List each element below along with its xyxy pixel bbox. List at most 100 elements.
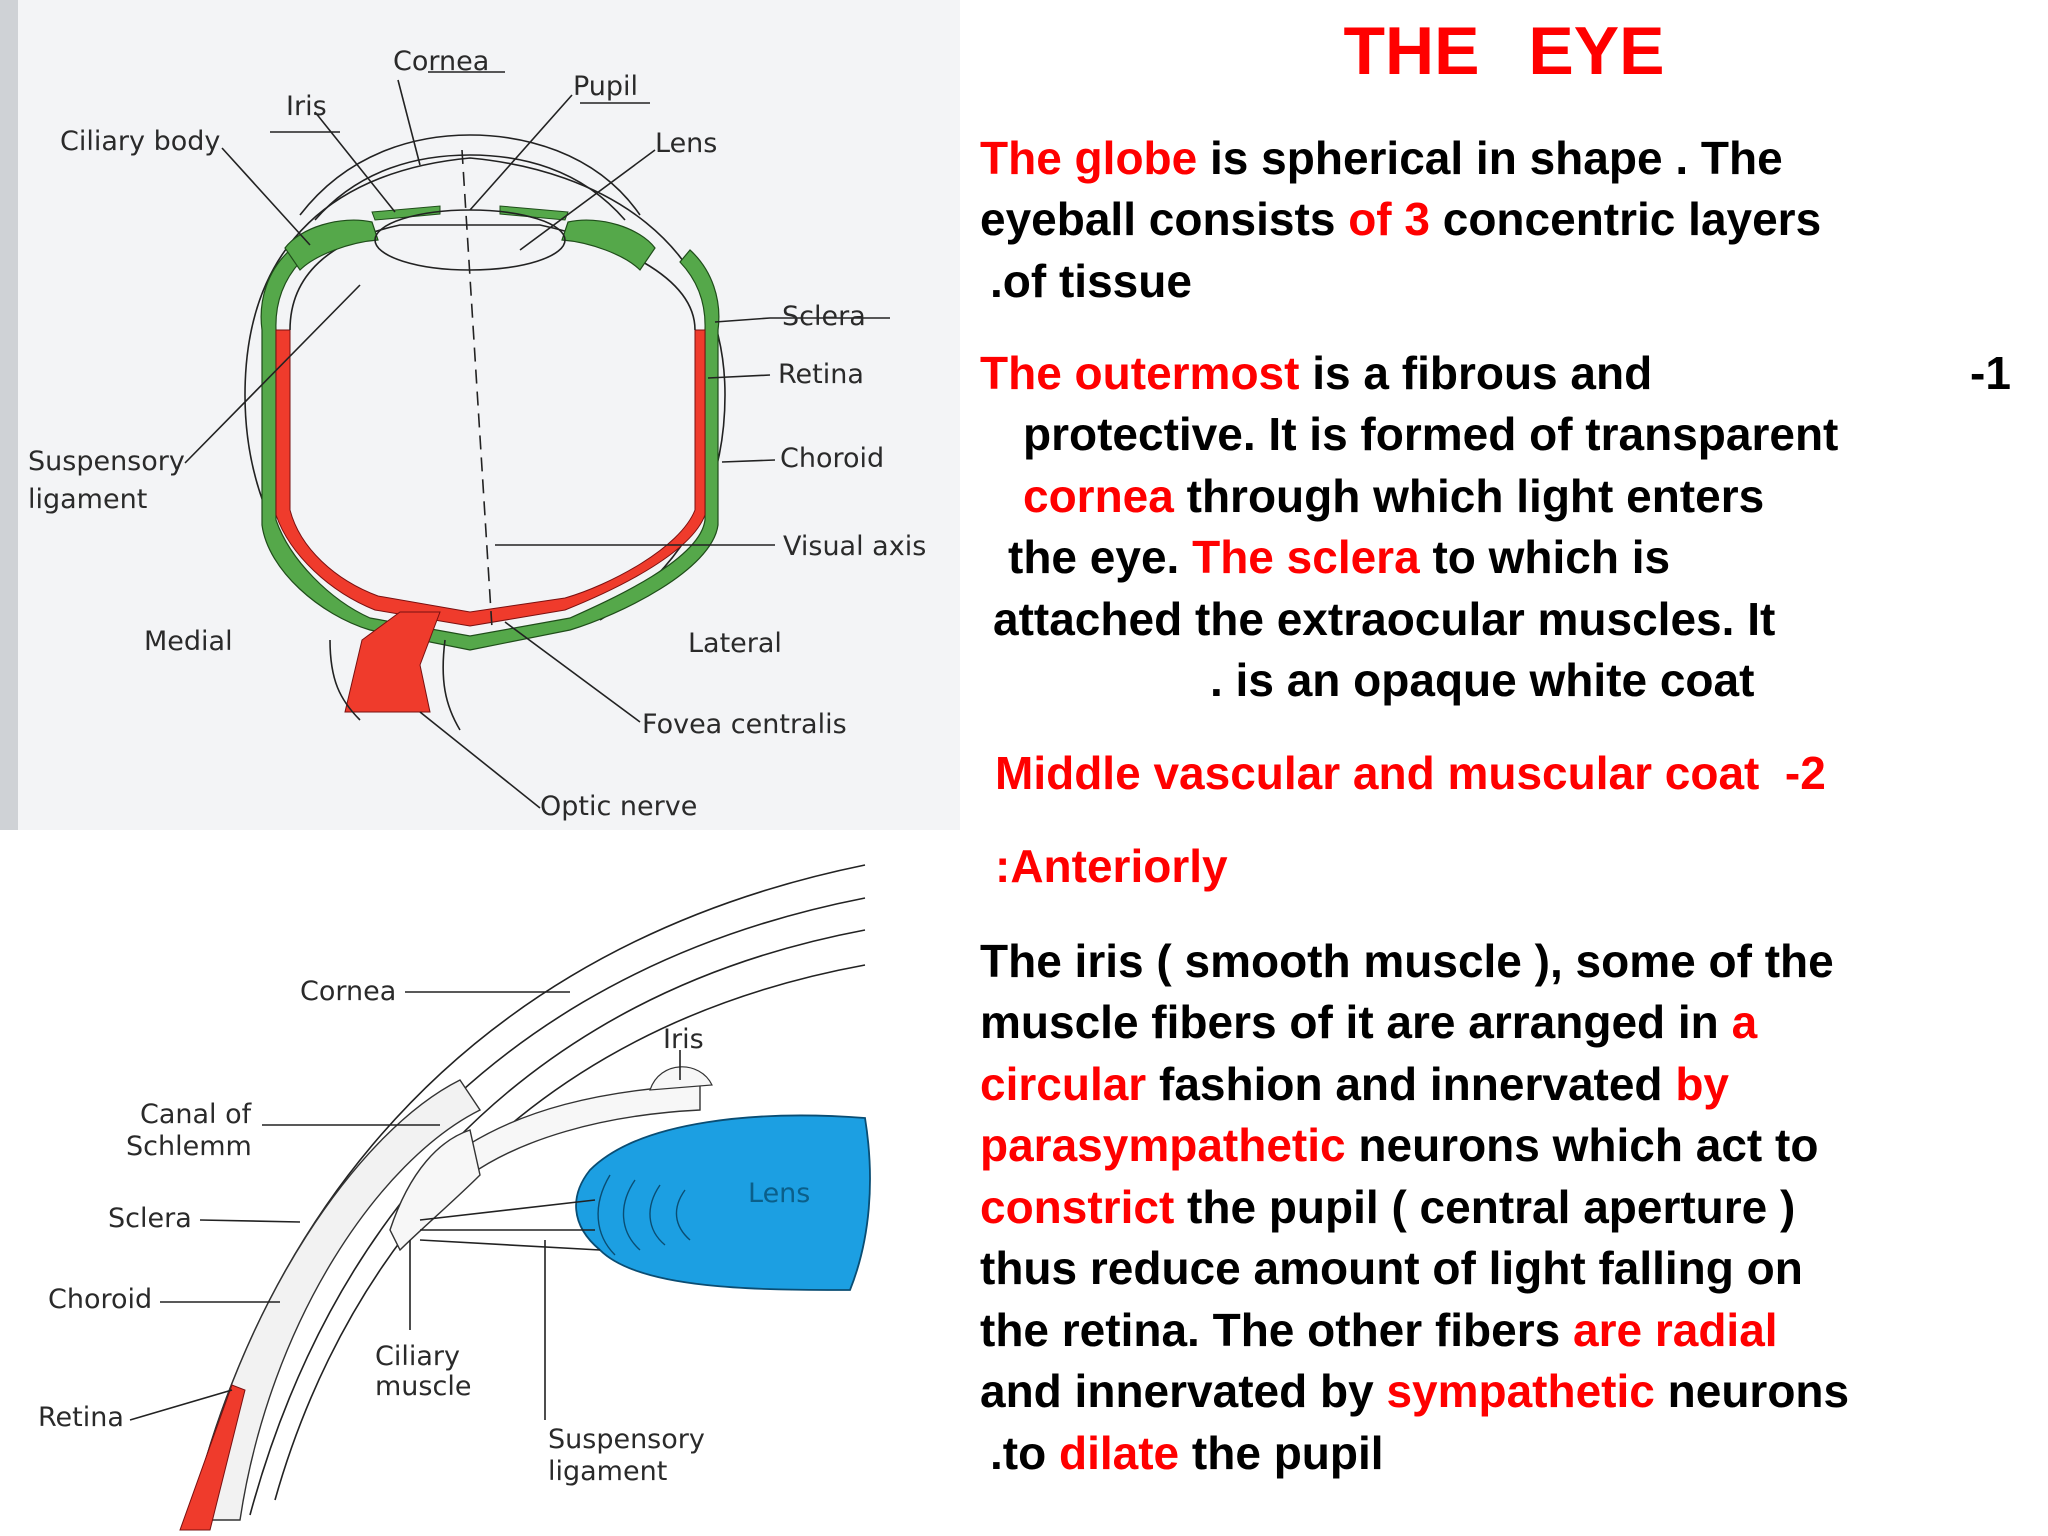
- body-text: fashion and innervated: [1146, 1058, 1676, 1110]
- body-text: concentric layers: [1429, 193, 1822, 245]
- figure-background: [0, 0, 960, 830]
- text-line: constrict the pupil ( central aperture ): [980, 1184, 1795, 1230]
- label-cornea-b: Cornea: [300, 976, 396, 1007]
- body-text: .of tissue: [990, 255, 1192, 307]
- body-text: the pupil: [1179, 1427, 1384, 1479]
- leader-pupil: [469, 94, 573, 211]
- leader-optic: [419, 711, 541, 809]
- leader-fovea: [504, 621, 641, 723]
- label-iris-b: Iris: [663, 1024, 704, 1055]
- label-ciliary-1: Ciliary: [375, 1341, 460, 1372]
- highlight-text: Middle vascular and muscular coat -2: [995, 747, 1826, 799]
- text-line: .to dilate the pupil: [990, 1430, 1384, 1476]
- text-line: . is an opaque white coat: [1210, 657, 1754, 703]
- lens-arc-3: [649, 1184, 666, 1246]
- label-cornea: Cornea: [393, 46, 489, 77]
- label-suspensory-b2: ligament: [548, 1456, 667, 1487]
- iris-bump: [649, 1066, 713, 1091]
- label-choroid-b: Choroid: [48, 1284, 152, 1315]
- list-number: -1: [1970, 347, 2011, 399]
- highlight-text: dilate: [1058, 1427, 1180, 1479]
- label-sclera: Sclera: [782, 301, 866, 332]
- body-text: thus reduce amount of light falling on: [980, 1242, 1803, 1294]
- eye-diagrams: Cornea Pupil Iris Ciliary body Lens Scle…: [0, 0, 960, 1536]
- vitreous-outline: [289, 224, 696, 331]
- label-suspensory-b1: Suspensory: [548, 1424, 705, 1455]
- text-line: the retina. The other fibers are radial: [980, 1307, 1778, 1353]
- text-line: muscle fibers of it are arranged in a: [980, 999, 1757, 1045]
- highlight-text: The outermost: [980, 347, 1300, 399]
- label-ciliary-body: Ciliary body: [60, 126, 220, 157]
- label-lens: Lens: [655, 128, 717, 159]
- optic-nerve-sheath-2: [442, 639, 461, 731]
- label-canal-1: Canal of: [140, 1099, 253, 1130]
- ciliary-muscle-body: [389, 1129, 481, 1252]
- body-text: is a fibrous and: [1299, 347, 1653, 399]
- body-text: through which light enters: [1173, 470, 1765, 522]
- body-text: . is an opaque white coat: [1210, 654, 1755, 706]
- highlight-text: sympathetic: [1386, 1365, 1655, 1417]
- label-retina: Retina: [778, 359, 864, 390]
- body-text: the retina. The other fibers: [980, 1304, 1573, 1356]
- highlight-text: :Anteriorly: [995, 840, 1228, 892]
- label-sclera-b: Sclera: [108, 1203, 192, 1234]
- text-line: eyeball consists of 3 concentric layers: [980, 196, 1821, 242]
- body-text: attached the extraocular muscles. It: [993, 593, 1776, 645]
- leader-lens: [519, 149, 656, 251]
- leader-iris: [314, 111, 396, 213]
- text-line: circular fashion and innervated by: [980, 1061, 1729, 1107]
- iris-left: [371, 205, 441, 221]
- eyeball-cross-section: Cornea Pupil Iris Ciliary body Lens Scle…: [28, 46, 926, 822]
- text-line: thus reduce amount of light falling on: [980, 1245, 1803, 1291]
- lens-blue: [575, 1114, 871, 1291]
- leader-cornea: [397, 79, 421, 166]
- iris-right: [499, 205, 569, 221]
- cornea-outline: [299, 134, 641, 216]
- label-lens-b: Lens: [748, 1178, 810, 1209]
- lens-arc-1: [597, 1174, 616, 1256]
- label-visual-axis: Visual axis: [783, 531, 926, 562]
- body-text: to which is: [1419, 531, 1671, 583]
- lens-arc-4: [675, 1189, 691, 1241]
- body-text: The iris ( smooth muscle ), some of the: [980, 935, 1834, 987]
- text-line: the eye. The sclera to which is: [1008, 534, 1670, 580]
- text-line: protective. It is formed of transparent: [1023, 411, 1838, 457]
- body-text: is spherical in shape . The: [1197, 132, 1783, 184]
- ciliary-body-right: [561, 219, 656, 271]
- text-line: Middle vascular and muscular coat -2: [995, 750, 1826, 796]
- optic-nerve-shape: [344, 611, 441, 713]
- label-canal-2: Schlemm: [126, 1131, 252, 1162]
- label-pupil: Pupil: [573, 71, 638, 102]
- text-line: .of tissue: [990, 258, 1192, 304]
- text-line: The outermost is a fibrous and: [980, 350, 1652, 396]
- text-line: The globe is spherical in shape . The: [980, 135, 1783, 181]
- label-retina-b: Retina: [38, 1402, 124, 1433]
- body-text: the eye.: [1008, 531, 1193, 583]
- leader-choroid: [721, 459, 776, 463]
- body-text: eyeball consists: [980, 193, 1349, 245]
- label-choroid: Choroid: [780, 443, 884, 474]
- leader-ciliary: [221, 147, 311, 246]
- leader-retina-b: [129, 1389, 233, 1421]
- text-line: and innervated by sympathetic neurons: [980, 1368, 1849, 1414]
- zonule-fibres: [419, 1199, 601, 1251]
- leader-sclera-b: [199, 1219, 301, 1223]
- label-iris: Iris: [286, 91, 327, 122]
- body-text: .to: [990, 1427, 1059, 1479]
- label-fovea: Fovea centralis: [642, 709, 847, 740]
- text-line: :Anteriorly: [995, 843, 1228, 889]
- sclera-outline: [244, 157, 726, 621]
- leader-sclera: [714, 317, 890, 323]
- body-text: the pupil ( central aperture ): [1174, 1181, 1796, 1233]
- highlight-text: cornea: [1023, 470, 1174, 522]
- highlight-text: parasympathetic: [980, 1119, 1346, 1171]
- optic-nerve-sheath: [329, 639, 361, 721]
- visual-axis-line: [461, 149, 493, 629]
- highlight-text: The sclera: [1192, 531, 1420, 583]
- body-text: muscle fibers of it are arranged in: [980, 996, 1732, 1048]
- retina-layer: [275, 329, 706, 627]
- text-line: The iris ( smooth muscle ), some of the: [980, 938, 1834, 984]
- label-suspensory-1: Suspensory: [28, 446, 185, 477]
- leader-retina: [707, 374, 771, 379]
- cornea-inner: [314, 154, 626, 221]
